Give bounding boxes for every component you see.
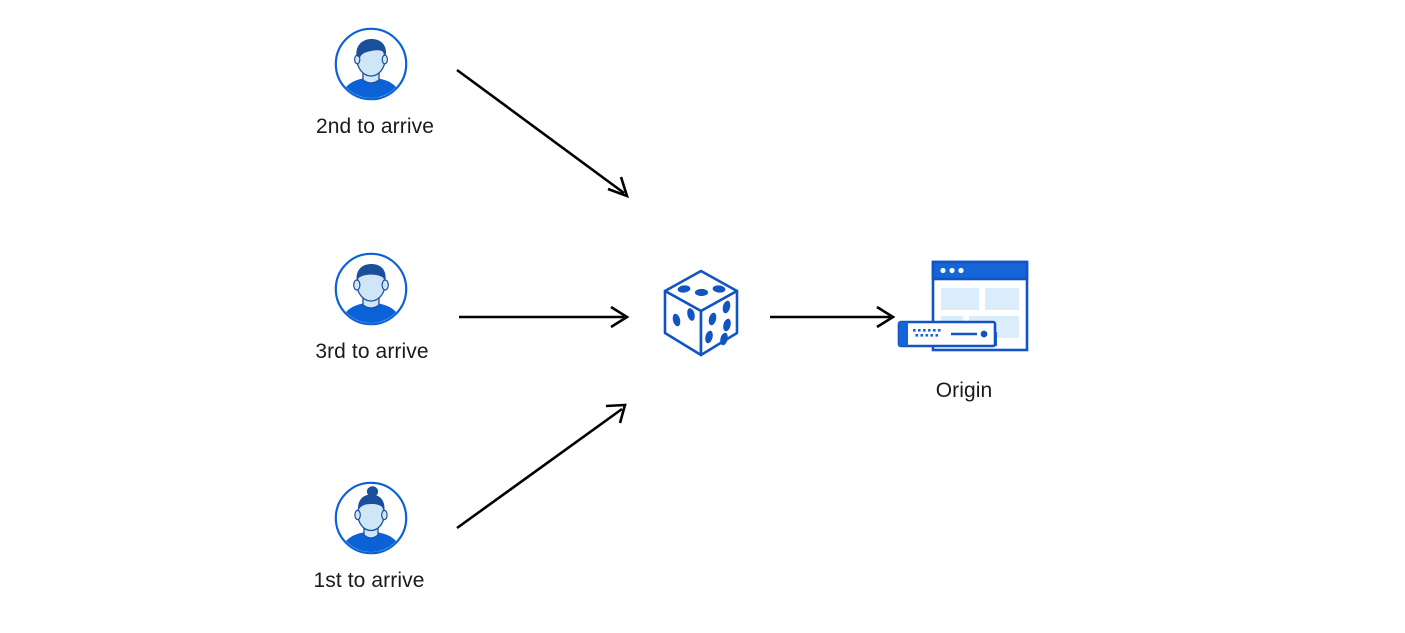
arrow-dice-to-origin	[770, 305, 896, 329]
label-user-2nd: 2nd to arrive	[315, 115, 435, 138]
arrow-2nd-to-dice	[456, 68, 630, 199]
user-avatar-icon	[334, 252, 408, 326]
node-dice[interactable]	[657, 267, 745, 366]
dice-icon	[663, 269, 739, 357]
node-origin[interactable]	[895, 258, 1035, 371]
origin-server-icon	[897, 260, 1029, 352]
router-icon	[897, 320, 997, 348]
label-user-3rd: 3rd to arrive	[315, 340, 429, 363]
node-user-2nd[interactable]	[333, 26, 409, 107]
user-avatar-icon	[334, 27, 408, 101]
label-origin: Origin	[935, 379, 993, 402]
user-avatar-icon	[334, 481, 408, 555]
node-user-3rd[interactable]	[333, 251, 409, 332]
node-user-1st[interactable]	[333, 480, 409, 561]
arrow-1st-to-dice	[456, 403, 627, 530]
label-user-1st: 1st to arrive	[313, 569, 425, 592]
arrow-3rd-to-dice	[459, 305, 630, 329]
